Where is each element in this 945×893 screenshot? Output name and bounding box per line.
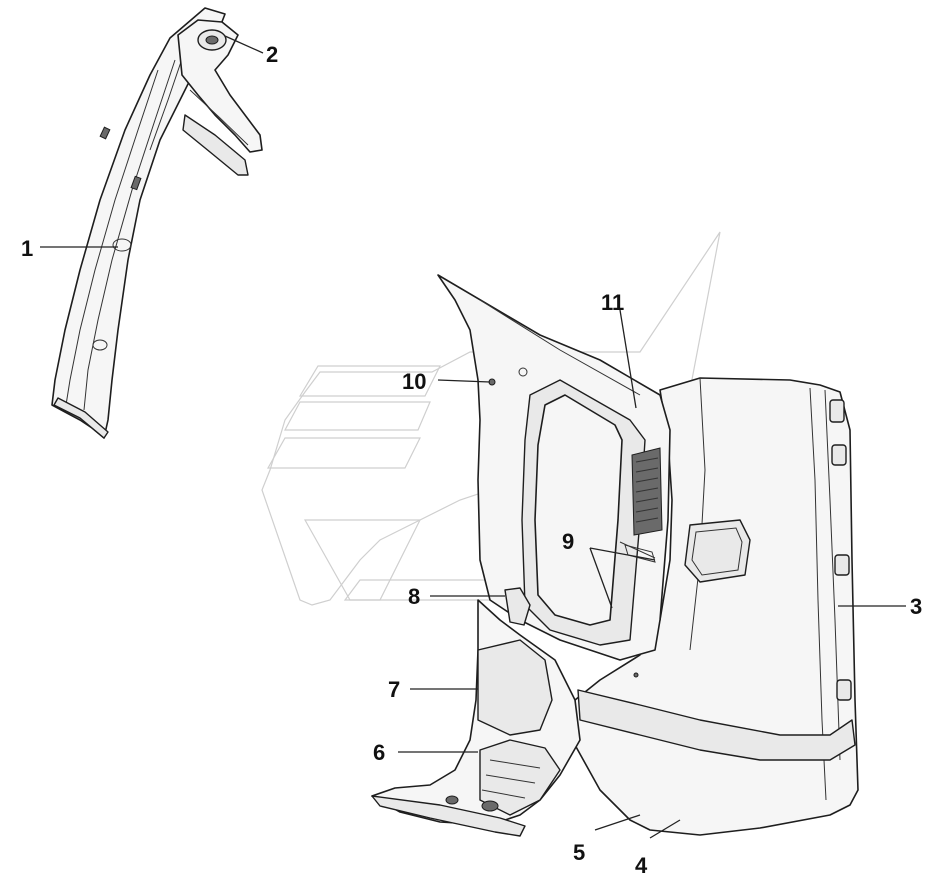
leader-lines [40, 35, 906, 839]
callout-5: 5 [573, 840, 585, 865]
side-wall-panel-part [437, 274, 671, 678]
upper-bracket-part [177, 19, 263, 176]
callout-10: 10 [402, 369, 426, 394]
lower-step-part [371, 599, 581, 837]
callout-2: 2 [266, 42, 278, 67]
callout-9: 9 [562, 529, 574, 554]
callout-8: 8 [408, 584, 420, 609]
callout-labels: 1 2 3 4 5 6 7 8 9 10 11 [21, 42, 922, 878]
callout-11: 11 [601, 290, 624, 315]
callout-4: 4 [635, 853, 648, 878]
callout-7: 7 [388, 677, 400, 702]
callout-6: 6 [373, 740, 385, 765]
callout-1: 1 [21, 236, 33, 261]
callout-3: 3 [910, 594, 922, 619]
rear-wall-panel-part [569, 377, 859, 836]
small-clip-parts [504, 541, 656, 626]
